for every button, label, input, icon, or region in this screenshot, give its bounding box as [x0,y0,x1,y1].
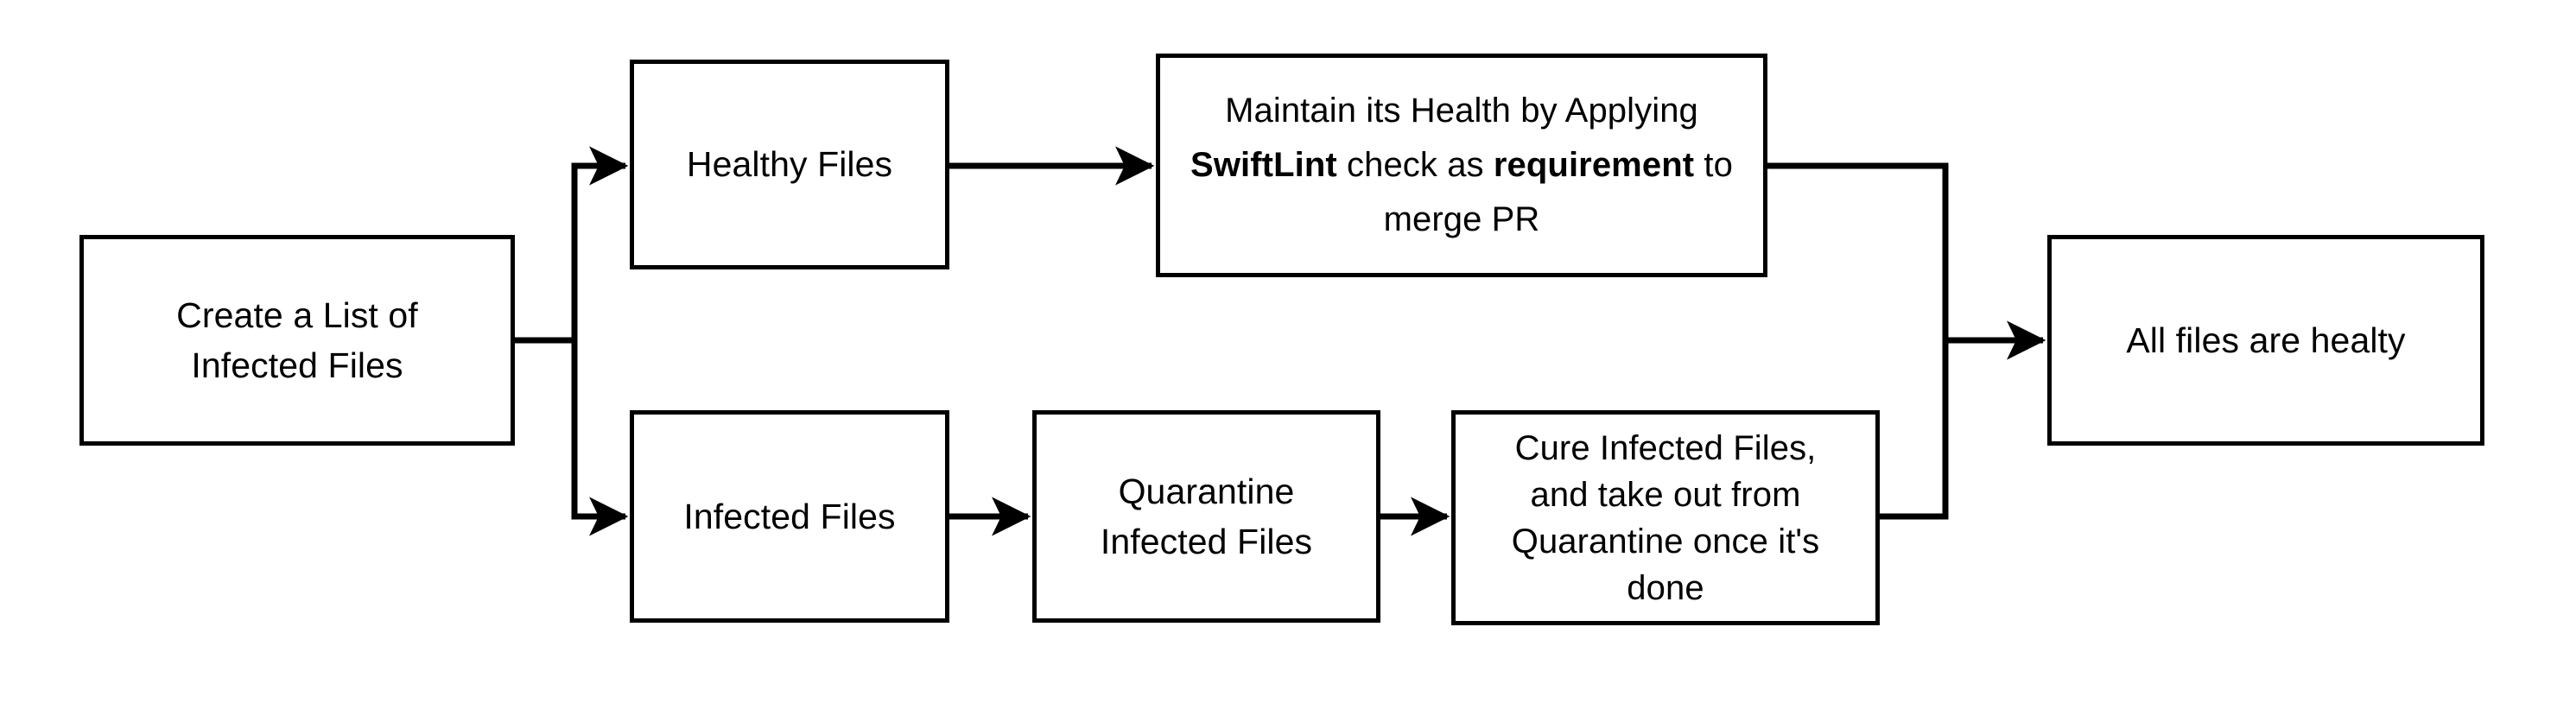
node-all-files-are-healthy[interactable]: All files are healty [2047,235,2484,446]
edge-create-list-to-infected-files [571,340,629,536]
node-infected-files-label: Infected Files [683,496,896,536]
node-healthy-files-label: Healthy Files [686,144,893,185]
node-cure-infected-files-label: Cure Infected Files, and take out from Q… [1511,428,1820,607]
node-quarantine-infected-files[interactable]: Quarantine Infected Files [1032,410,1380,623]
node-swiftlint-requirement[interactable]: Maintain its Health by Applying SwiftLin… [1156,54,1767,277]
edge-swiftlint-to-merge [1767,162,1949,340]
edge-cure-to-merge [1880,340,1949,520]
node-healthy-files[interactable]: Healthy Files [630,60,949,269]
edge-create-list-to-healthy-files [571,146,629,340]
node-cure-infected-files[interactable]: Cure Infected Files, and take out from Q… [1451,410,1880,625]
node-infected-files[interactable]: Infected Files [630,410,949,623]
node-all-files-are-healthy-label: All files are healty [2126,320,2406,360]
node-create-list-label: Create a List of Infected Files [176,294,418,385]
node-swiftlint-requirement-label: Maintain its Health by Applying SwiftLin… [1190,91,1733,239]
node-quarantine-infected-files-label: Quarantine Infected Files [1100,471,1313,561]
node-create-list[interactable]: Create a List of Infected Files [79,235,515,446]
